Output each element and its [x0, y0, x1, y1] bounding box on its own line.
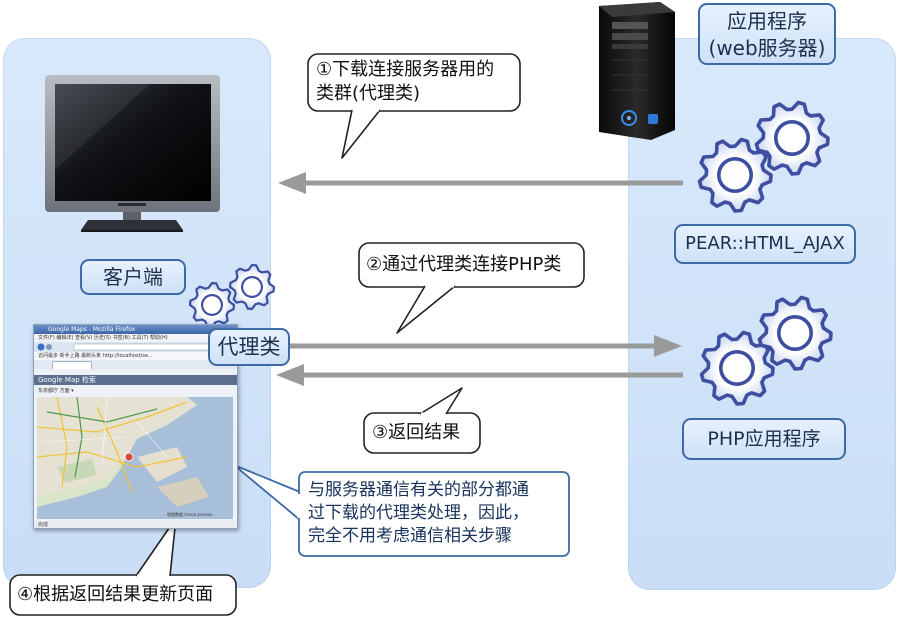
pear-gear-icon [697, 137, 773, 213]
callout-bubble-download [307, 53, 521, 159]
callout-bubble-update [9, 517, 237, 616]
browser-bookmarks-bar: 访问最多 新手上路 最新头条 http://localhost/se... [34, 352, 237, 360]
browser-tab-strip [34, 360, 237, 369]
callout-update-text: ④根据返回结果更新页面 [17, 584, 214, 605]
browser-status-bar: 完成 [34, 521, 237, 528]
map-location-select: 东京都庁 方面 ▾ [38, 388, 74, 394]
proxy-gear-icon [228, 263, 276, 311]
svg-text:地图数据 ©2008 ZENRIN: 地图数据 ©2008 ZENRIN [167, 511, 212, 517]
map-page-title: Google Map 检索 [34, 375, 237, 385]
note-text: 与服务器通信有关的部分都通 过下载的代理类处理，因此， 完全不用考虑通信相关步骤 [308, 480, 529, 546]
proxy-gear-icon [188, 281, 236, 329]
browser-title-bar: Google Maps - Mozilla Firefox [34, 325, 237, 334]
monitor-icon [45, 75, 220, 232]
proxy-class-label: 代理类 [208, 328, 290, 366]
pear-gear-icon [754, 100, 830, 176]
browser-navigation-bar [34, 342, 237, 352]
pear-html-ajax-label: PEAR::HTML_AJAX [674, 224, 856, 264]
browser-menu-bar: 文件(F) 编辑(E) 查看(V) 历史(S) 书签(B) 工具(T) 帮助(H… [34, 334, 237, 342]
map-image: 地图数据 ©2008 ZENRIN [37, 397, 233, 519]
server-app-box: 应用程序 (web服务器) [698, 3, 836, 65]
php-application-label: PHP应用程序 [682, 418, 846, 460]
callout-download-text: ①下载连接服务器用的 类群(代理类) [316, 59, 495, 104]
server-tower-icon [599, 2, 675, 140]
callout-bubble-return [363, 387, 481, 454]
callout-return-text: ③返回结果 [372, 422, 461, 443]
client-label: 客户端 [80, 259, 186, 295]
callout-bubble-connect [358, 242, 585, 334]
php-gear-icon [699, 330, 775, 406]
arrow-return-result [276, 364, 683, 386]
browser-window-screenshot: Google Maps - Mozilla Firefox 文件(F) 编辑(E… [33, 324, 238, 529]
arrow-proxy-to-php [290, 335, 682, 357]
callout-connect-text: ②通过代理类连接PHP类 [366, 254, 562, 275]
arrow-download-proxy [278, 172, 683, 194]
php-gear-icon [757, 295, 833, 371]
